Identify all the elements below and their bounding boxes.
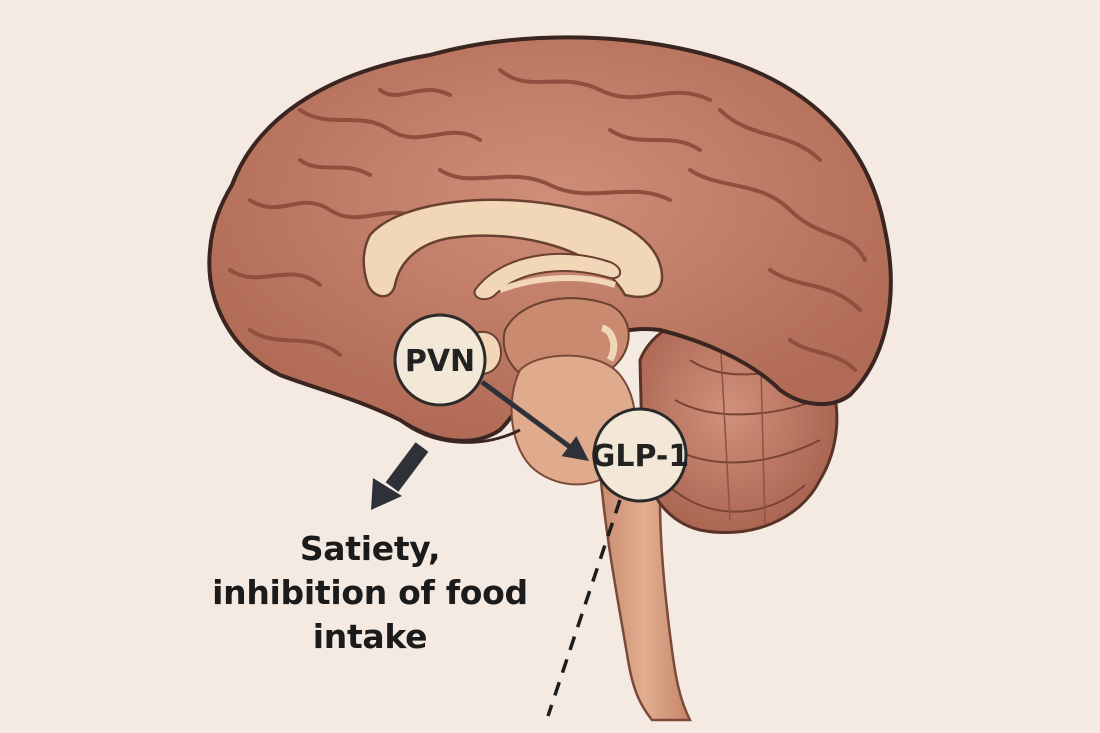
vagal-dashed-line	[546, 499, 622, 717]
caption-line-1: Satiety,	[299, 529, 441, 568]
caption-line-3: intake	[312, 617, 428, 656]
glp1-node: GLP-1	[591, 407, 690, 503]
fornix	[473, 252, 622, 301]
pathway-arrow-icon	[480, 379, 590, 461]
caption-line-2: inhibition of food	[212, 573, 528, 612]
arrow-down-left-icon	[371, 442, 429, 510]
pvn-node: PVN	[393, 313, 487, 407]
glp1-label: GLP-1	[591, 439, 690, 474]
satiety-caption: Satiety, inhibition of food intake	[200, 527, 540, 659]
pvn-label: PVN	[405, 344, 475, 379]
cortex-folds	[228, 68, 867, 372]
